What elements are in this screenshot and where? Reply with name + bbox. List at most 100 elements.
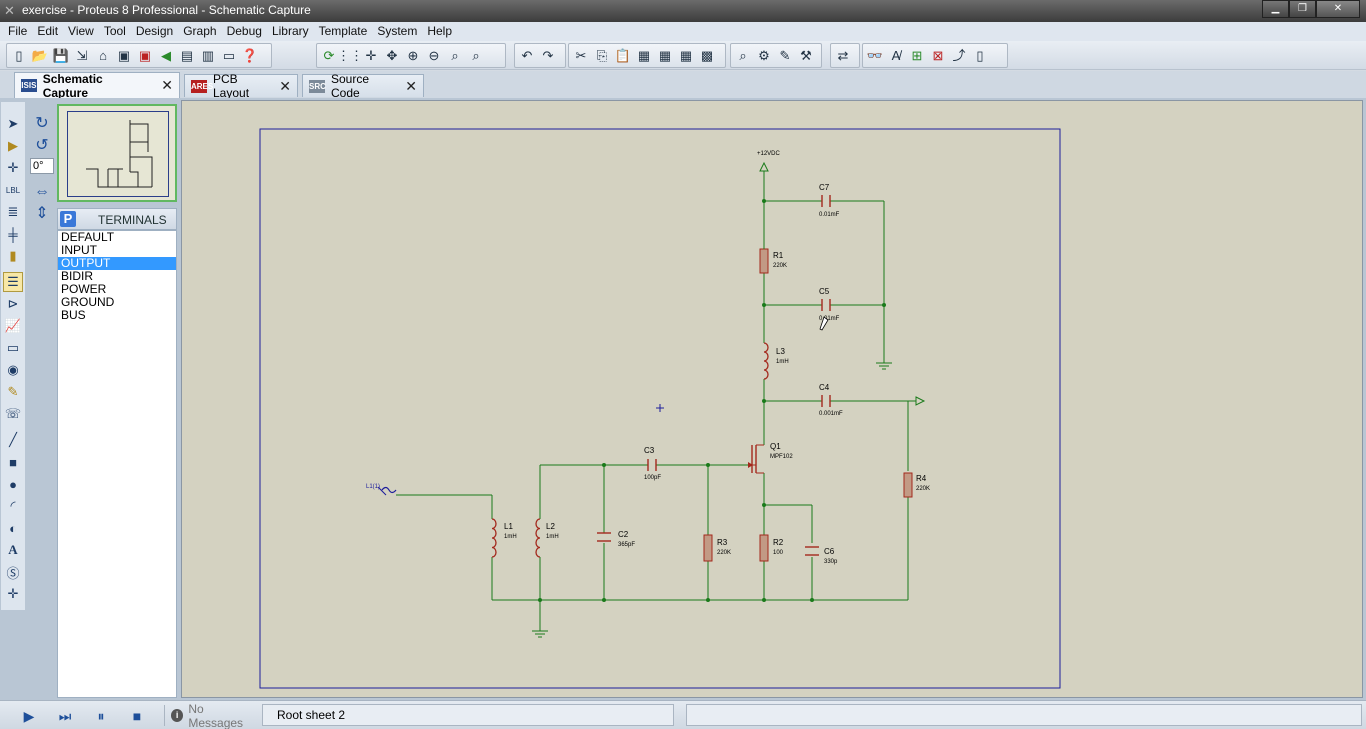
- terminals-mode-icon[interactable]: ☰: [3, 272, 23, 292]
- stop-icon[interactable]: ■: [132, 708, 142, 724]
- box-icon[interactable]: ■: [9, 454, 17, 470]
- component-mode-icon[interactable]: ▶: [8, 138, 18, 153]
- close-tab-icon[interactable]: ✕: [161, 77, 173, 93]
- terminal-item-ground[interactable]: GROUND: [61, 295, 115, 309]
- make-device-icon[interactable]: ⚙: [758, 48, 770, 63]
- arc-icon[interactable]: ◜: [10, 498, 16, 513]
- terminal-item-bus[interactable]: BUS: [61, 308, 86, 322]
- help-icon[interactable]: ❓: [241, 48, 259, 63]
- mirror-vertical-icon[interactable]: ⇕: [35, 205, 49, 222]
- property-assign-icon[interactable]: A̸: [891, 48, 901, 63]
- menu-template[interactable]: Template: [318, 24, 368, 38]
- copy-icon[interactable]: ⎘: [596, 48, 608, 63]
- design-explorer-icon[interactable]: ▥: [201, 48, 215, 63]
- device-pins-icon[interactable]: ⊳: [7, 296, 19, 311]
- buses-icon[interactable]: ╪: [8, 226, 18, 242]
- zoom-area-icon[interactable]: ⌕: [472, 48, 480, 63]
- capacitor-c2[interactable]: C2 365pF: [597, 530, 635, 548]
- terminal-item-output[interactable]: OUTPUT: [58, 257, 176, 270]
- bom-icon[interactable]: ▤: [180, 48, 194, 63]
- menu-system[interactable]: System: [377, 24, 418, 38]
- block-delete-icon[interactable]: ▩: [700, 48, 714, 63]
- output-terminal[interactable]: [915, 396, 926, 406]
- maximize-button[interactable]: ❐: [1289, 0, 1316, 18]
- wire-label-icon[interactable]: LBL: [5, 185, 21, 195]
- messages-indicator[interactable]: i No Messages: [164, 702, 258, 729]
- resistor-r3[interactable]: R3 220K: [703, 534, 731, 562]
- remove-sheet-icon[interactable]: ⊠: [932, 48, 944, 63]
- path-icon[interactable]: ◐: [9, 520, 17, 536]
- capacitor-c7[interactable]: C7 0.01mF: [819, 183, 840, 218]
- rotate-clockwise-icon[interactable]: ↻: [35, 115, 49, 132]
- pick-button[interactable]: P: [60, 211, 76, 227]
- menu-help[interactable]: Help: [427, 24, 453, 38]
- tab-schematic-capture[interactable]: ISIS Schematic Capture ✕: [14, 72, 180, 100]
- rotate-anticlockwise-icon[interactable]: ↺: [35, 137, 49, 154]
- menu-view[interactable]: View: [68, 24, 94, 38]
- undo-icon[interactable]: ↶: [521, 48, 533, 63]
- open-folder-icon[interactable]: 📂: [31, 48, 49, 63]
- back-icon[interactable]: ◀: [161, 48, 171, 63]
- capacitor-c6[interactable]: C6 330p: [805, 546, 838, 565]
- gerber-icon[interactable]: ▭: [222, 48, 236, 63]
- pcb-icon[interactable]: ▣: [138, 48, 152, 63]
- resistor-r4[interactable]: R4 220K: [903, 472, 930, 498]
- symbol-icon[interactable]: Ⓢ: [6, 565, 20, 581]
- exit-to-parent-icon[interactable]: ⤴: [952, 48, 966, 63]
- virtual-instruments-icon[interactable]: ☏: [4, 406, 22, 421]
- block-rotate-icon[interactable]: ▦: [679, 48, 693, 63]
- probe-mode-icon[interactable]: ✎: [7, 384, 19, 399]
- text-icon[interactable]: A: [8, 542, 18, 557]
- resistor-r2[interactable]: R2 100: [759, 534, 784, 562]
- line-icon[interactable]: ╱: [9, 432, 17, 447]
- capacitor-c3[interactable]: C3 100pF: [644, 446, 661, 481]
- transistor-q1[interactable]: Q1 MPF102: [748, 442, 793, 474]
- save-icon[interactable]: 💾: [52, 48, 70, 63]
- home-icon[interactable]: ⌂: [99, 48, 107, 63]
- new-sheet-icon[interactable]: ⊞: [911, 48, 923, 63]
- decompose-icon[interactable]: ⚒: [800, 48, 812, 63]
- selection-mode-icon[interactable]: ➤: [7, 116, 19, 131]
- terminal-item-power[interactable]: POWER: [61, 282, 107, 296]
- pause-icon[interactable]: ⏸: [97, 708, 105, 724]
- step-icon[interactable]: ⏭: [58, 708, 72, 724]
- subcircuit-icon[interactable]: ▮: [9, 248, 17, 263]
- rotation-angle-field[interactable]: 0°: [30, 158, 54, 174]
- new-file-icon[interactable]: ▯: [15, 48, 23, 63]
- capacitor-c4[interactable]: C4 0.001mF: [819, 383, 843, 417]
- text-script-icon[interactable]: ≣: [7, 204, 19, 219]
- ground-symbol[interactable]: [876, 359, 892, 370]
- resistor-r1[interactable]: R1 220K: [759, 241, 787, 274]
- close-tab-icon[interactable]: ✕: [405, 77, 417, 94]
- signal-generator[interactable]: L1(1): [366, 484, 397, 496]
- schematic-canvas[interactable]: +12VDC C7 0.01mF R1 220K: [181, 100, 1363, 698]
- marker-icon[interactable]: ✛: [7, 586, 19, 601]
- zoom-out-icon[interactable]: ⊖: [428, 48, 440, 63]
- tab-source-code[interactable]: SRC Source Code ✕: [302, 72, 424, 100]
- capacitor-c5[interactable]: C5 0.01mF: [819, 287, 840, 322]
- origin-icon[interactable]: ✛: [365, 48, 377, 63]
- redo-icon[interactable]: ↷: [542, 48, 554, 63]
- tab-pcb-layout[interactable]: ARES PCB Layout ✕: [184, 72, 298, 100]
- power-terminal[interactable]: +12VDC: [757, 151, 781, 172]
- junction-dot-icon[interactable]: ✛: [7, 160, 19, 175]
- menu-tool[interactable]: Tool: [103, 24, 126, 38]
- play-icon[interactable]: ▶: [23, 708, 35, 724]
- app-icon[interactable]: ✕: [4, 3, 15, 18]
- refresh-icon[interactable]: ⟳: [323, 48, 335, 63]
- paste-icon[interactable]: 📋: [614, 48, 632, 63]
- inductor-l1[interactable]: L1 1mH: [491, 518, 517, 558]
- inductor-l2[interactable]: L2 1mH: [535, 518, 559, 558]
- circle-icon[interactable]: ●: [9, 476, 17, 492]
- overview-window[interactable]: [57, 104, 177, 202]
- block-copy-icon[interactable]: ▦: [637, 48, 651, 63]
- block-move-icon[interactable]: ▦: [658, 48, 672, 63]
- grid-icon[interactable]: ⋮⋮: [337, 48, 363, 63]
- terminal-item-bidir[interactable]: BIDIR: [61, 269, 94, 283]
- mirror-horizontal-icon[interactable]: ⇔: [34, 183, 50, 200]
- schematic-icon[interactable]: ▣: [117, 48, 131, 63]
- close-button[interactable]: ✕: [1316, 0, 1360, 18]
- pan-icon[interactable]: ✥: [386, 48, 398, 63]
- menu-library[interactable]: Library: [271, 24, 309, 38]
- zoom-in-icon[interactable]: ⊕: [407, 48, 419, 63]
